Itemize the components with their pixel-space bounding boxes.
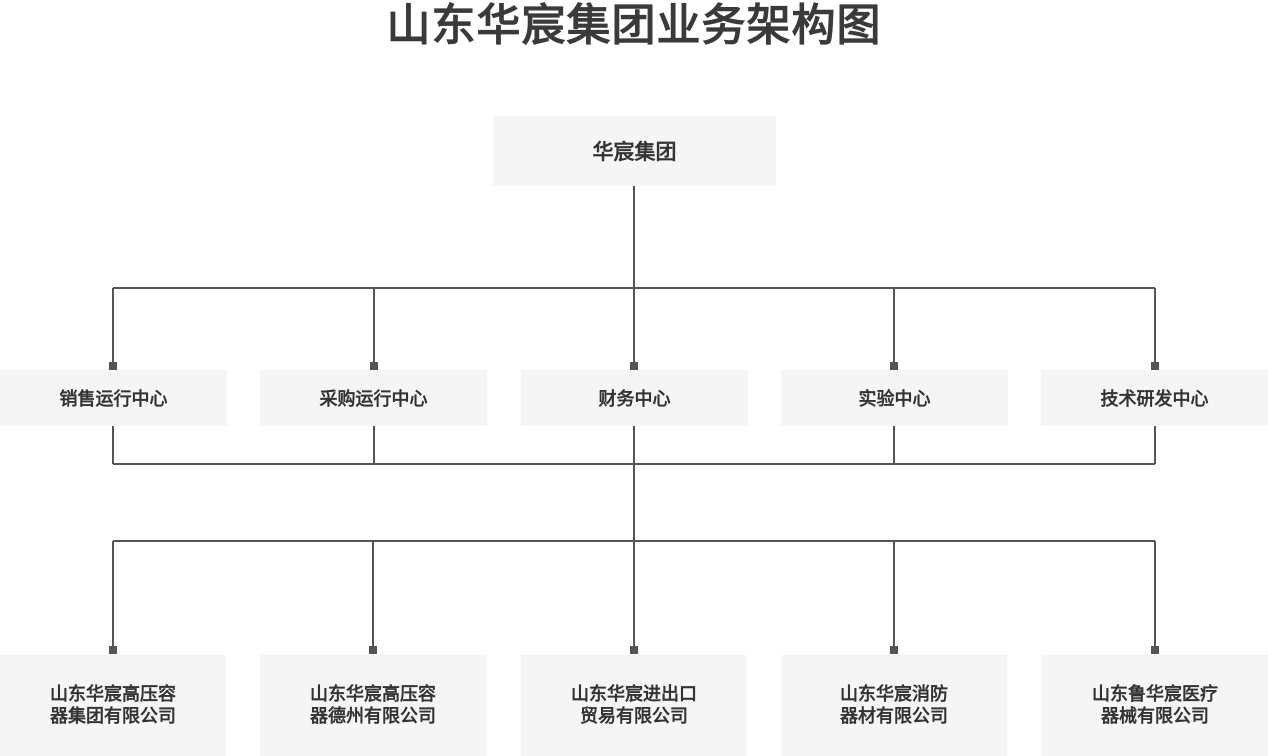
org-node-root-label: 华宸集团 — [592, 140, 677, 164]
connector-marker-center-1 — [109, 362, 117, 370]
connector-marker-company-4 — [890, 646, 898, 654]
company-name-line1: 山东华宸高压容 — [310, 683, 436, 705]
company-name-line2: 器械有限公司 — [1101, 705, 1209, 727]
connector-marker-center-4 — [890, 362, 898, 370]
connector-marker-center-3 — [630, 362, 638, 370]
connector-marker-company-5 — [1151, 646, 1159, 654]
center-label: 技术研发中心 — [1100, 389, 1209, 410]
org-node-company-1: 山东华宸高压容 器集团有限公司 — [0, 655, 226, 756]
org-node-center-procurement: 采购运行中心 — [260, 370, 487, 426]
org-node-company-3: 山东华宸进出口 贸易有限公司 — [521, 655, 747, 756]
connector-marker-center-2 — [370, 362, 378, 370]
connector-marker-company-2 — [369, 646, 377, 654]
org-node-company-4: 山东华宸消防 器材有限公司 — [781, 655, 1007, 756]
company-name-line2: 贸易有限公司 — [580, 705, 688, 727]
org-node-center-finance: 财务中心 — [521, 370, 748, 426]
org-node-center-laboratory: 实验中心 — [781, 370, 1008, 426]
company-name-line2: 器材有限公司 — [840, 705, 948, 727]
connector-marker-company-1 — [109, 646, 117, 654]
center-label: 采购运行中心 — [319, 389, 428, 410]
company-name-line1: 山东华宸高压容 — [50, 683, 176, 705]
company-name-line1: 山东华宸消防 — [840, 683, 948, 705]
page-title: 山东华宸集团业务架构图 — [386, 0, 882, 51]
org-node-root: 华宸集团 — [493, 116, 776, 186]
connector-marker-company-3 — [630, 646, 638, 654]
org-node-center-sales: 销售运行中心 — [0, 370, 227, 426]
company-name-line1: 山东华宸进出口 — [571, 683, 697, 705]
connector-marker-center-5 — [1151, 362, 1159, 370]
company-name-line2: 器德州有限公司 — [310, 705, 436, 727]
center-label: 实验中心 — [858, 389, 931, 410]
company-name-line1: 山东鲁华宸医疗 — [1092, 683, 1218, 705]
center-label: 销售运行中心 — [59, 389, 168, 410]
company-name-line2: 器集团有限公司 — [50, 705, 176, 727]
org-node-company-5: 山东鲁华宸医疗 器械有限公司 — [1042, 655, 1268, 756]
center-label: 财务中心 — [598, 389, 671, 410]
org-node-company-2: 山东华宸高压容 器德州有限公司 — [260, 655, 486, 756]
org-node-center-rnd: 技术研发中心 — [1041, 370, 1268, 426]
